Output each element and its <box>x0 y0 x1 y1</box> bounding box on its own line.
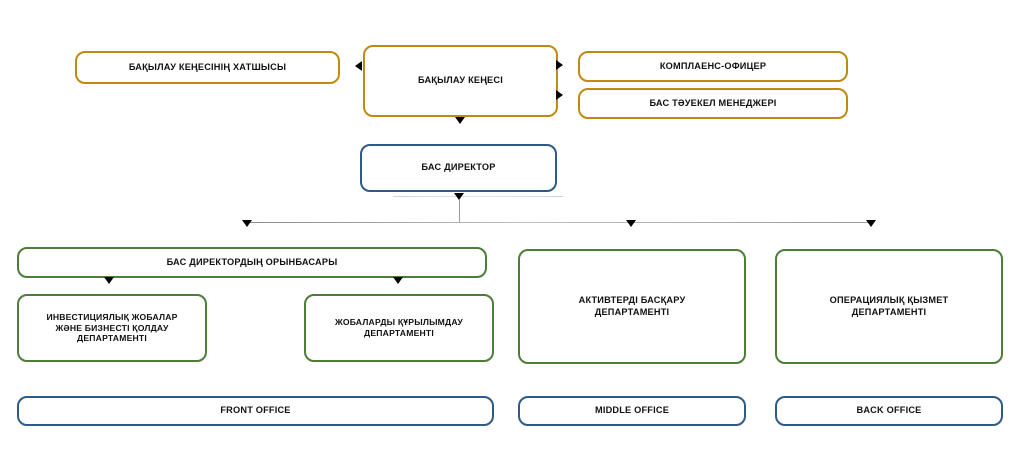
node-back-office[interactable]: BACK OFFICE <box>775 396 1003 426</box>
node-asset-management-dept-label: АКТИВТЕРДІ БАСҚАРУ ДЕПАРТАМЕНТІ <box>578 295 686 317</box>
node-board-secretary-label: БАҚЫЛАУ КЕҢЕСІНІҢ ХАТШЫСЫ <box>128 61 287 72</box>
node-front-office-label: FRONT OFFICE <box>220 405 291 416</box>
arrow-deputy-to-structuring-icon <box>393 277 403 284</box>
arrow-deputy-to-investment-icon <box>104 277 114 284</box>
node-supervisory-board[interactable]: БАҚЫЛАУ КЕҢЕСІ <box>363 45 558 117</box>
node-chief-risk-manager[interactable]: БАС ТӘУЕКЕЛ МЕНЕДЖЕРІ <box>578 88 848 119</box>
node-middle-office-label: MIDDLE OFFICE <box>594 405 670 416</box>
arrow-board-to-director-icon <box>455 117 465 124</box>
node-operations-dept-label: ОПЕРАЦИЯЛЫҚ ҚЫЗМЕТ ДЕПАРТАМЕНТІ <box>829 295 949 317</box>
node-front-office[interactable]: FRONT OFFICE <box>17 396 494 426</box>
node-supervisory-board-label: БАҚЫЛАУ КЕҢЕСІ <box>418 75 503 86</box>
node-deputy-general-director-label: БАС ДИРЕКТОРДЫҢ ОРЫНБАСАРЫ <box>166 256 338 267</box>
node-general-director[interactable]: БАС ДИРЕКТОР <box>360 144 557 192</box>
node-middle-office[interactable]: MIDDLE OFFICE <box>518 396 746 426</box>
node-compliance-officer[interactable]: КОМПЛАЕНС-ОФИЦЕР <box>578 51 848 82</box>
node-investment-projects-dept[interactable]: ИНВЕСТИЦИЯЛЫҚ ЖОБАЛАР ЖӘНЕ БИЗНЕСТІ ҚОЛД… <box>17 294 207 362</box>
node-operations-dept[interactable]: ОПЕРАЦИЯЛЫҚ ҚЫЗМЕТ ДЕПАРТАМЕНТІ <box>775 249 1003 364</box>
arrow-director-down-icon <box>454 193 464 200</box>
node-compliance-officer-label: КОМПЛАЕНС-ОФИЦЕР <box>659 60 767 71</box>
connector-main-distribution-bar <box>247 222 873 223</box>
node-back-office-label: BACK OFFICE <box>856 405 922 416</box>
node-general-director-label: БАС ДИРЕКТОР <box>421 162 496 173</box>
node-board-secretary[interactable]: БАҚЫЛАУ КЕҢЕСІНІҢ ХАТШЫСЫ <box>75 51 340 84</box>
node-project-structuring-dept[interactable]: ЖОБАЛАРДЫ ҚҰРЫЛЫМДАУ ДЕПАРТАМЕНТІ <box>304 294 494 362</box>
node-project-structuring-dept-label: ЖОБАЛАРДЫ ҚҰРЫЛЫМДАУ ДЕПАРТАМЕНТІ <box>335 317 463 338</box>
connector-director-vertical <box>459 200 460 222</box>
arrow-board-to-risk-icon <box>556 90 563 100</box>
connector-director-stub <box>393 196 563 197</box>
arrow-branch-front-icon <box>242 220 252 227</box>
arrow-branch-back-icon <box>866 220 876 227</box>
node-asset-management-dept[interactable]: АКТИВТЕРДІ БАСҚАРУ ДЕПАРТАМЕНТІ <box>518 249 746 364</box>
node-chief-risk-manager-label: БАС ТӘУЕКЕЛ МЕНЕДЖЕРІ <box>649 97 777 108</box>
arrow-board-to-secretary-icon <box>355 61 362 71</box>
arrow-branch-middle-icon <box>626 220 636 227</box>
arrow-board-to-compliance-icon <box>556 60 563 70</box>
node-deputy-general-director[interactable]: БАС ДИРЕКТОРДЫҢ ОРЫНБАСАРЫ <box>17 247 487 278</box>
node-investment-projects-dept-label: ИНВЕСТИЦИЯЛЫҚ ЖОБАЛАР ЖӘНЕ БИЗНЕСТІ ҚОЛД… <box>46 311 178 344</box>
